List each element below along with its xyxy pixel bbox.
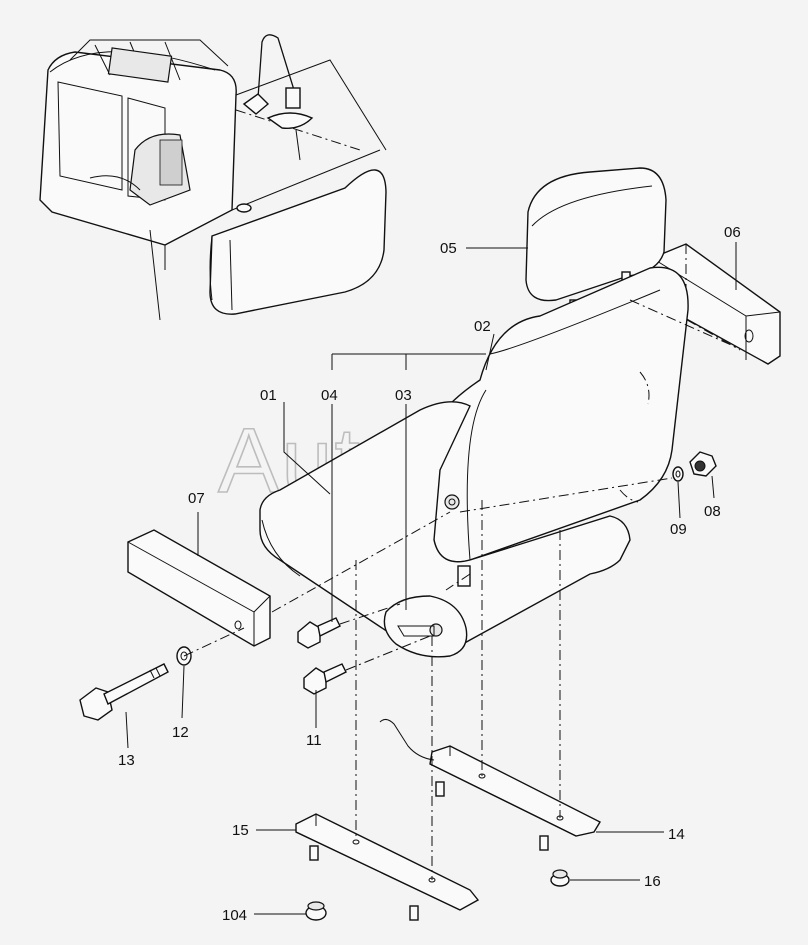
callout-13: 13	[118, 752, 135, 769]
part-16-nut	[550, 869, 570, 887]
part-11-bolt	[303, 663, 347, 695]
callout-14: 14	[668, 826, 685, 843]
callout-09: 09	[670, 521, 687, 538]
part-09-washer	[672, 466, 684, 482]
part-07-armrest	[127, 529, 271, 647]
part-01-seat-cushion	[259, 401, 631, 658]
callout-16: 16	[644, 873, 661, 890]
leader-lines	[125, 242, 737, 915]
callout-06: 06	[724, 224, 741, 241]
part-104-nut	[305, 901, 327, 921]
machine-overview-illustration	[39, 34, 387, 321]
callout-15: 15	[232, 822, 249, 839]
assembly-center-lines	[183, 299, 739, 880]
callout-01: 01	[260, 387, 277, 404]
callout-04: 04	[321, 387, 338, 404]
callout-02: 02	[474, 318, 491, 335]
part-13-bolt	[79, 663, 169, 721]
part-15-slide-rail	[295, 813, 480, 921]
callout-03: 03	[395, 387, 412, 404]
callout-labels: 01 02 03 04 05 06 07 08 09 11 12 13 14 1…	[118, 224, 741, 924]
callout-07: 07	[188, 490, 205, 507]
part-04-bolt	[297, 617, 341, 649]
part-14-slide-rail	[379, 718, 601, 851]
callout-12: 12	[172, 724, 189, 741]
part-08-nut	[689, 451, 717, 477]
callout-08: 08	[704, 503, 721, 520]
callout-104: 104	[222, 907, 247, 924]
callout-05: 05	[440, 240, 457, 257]
callout-11: 11	[306, 732, 322, 749]
